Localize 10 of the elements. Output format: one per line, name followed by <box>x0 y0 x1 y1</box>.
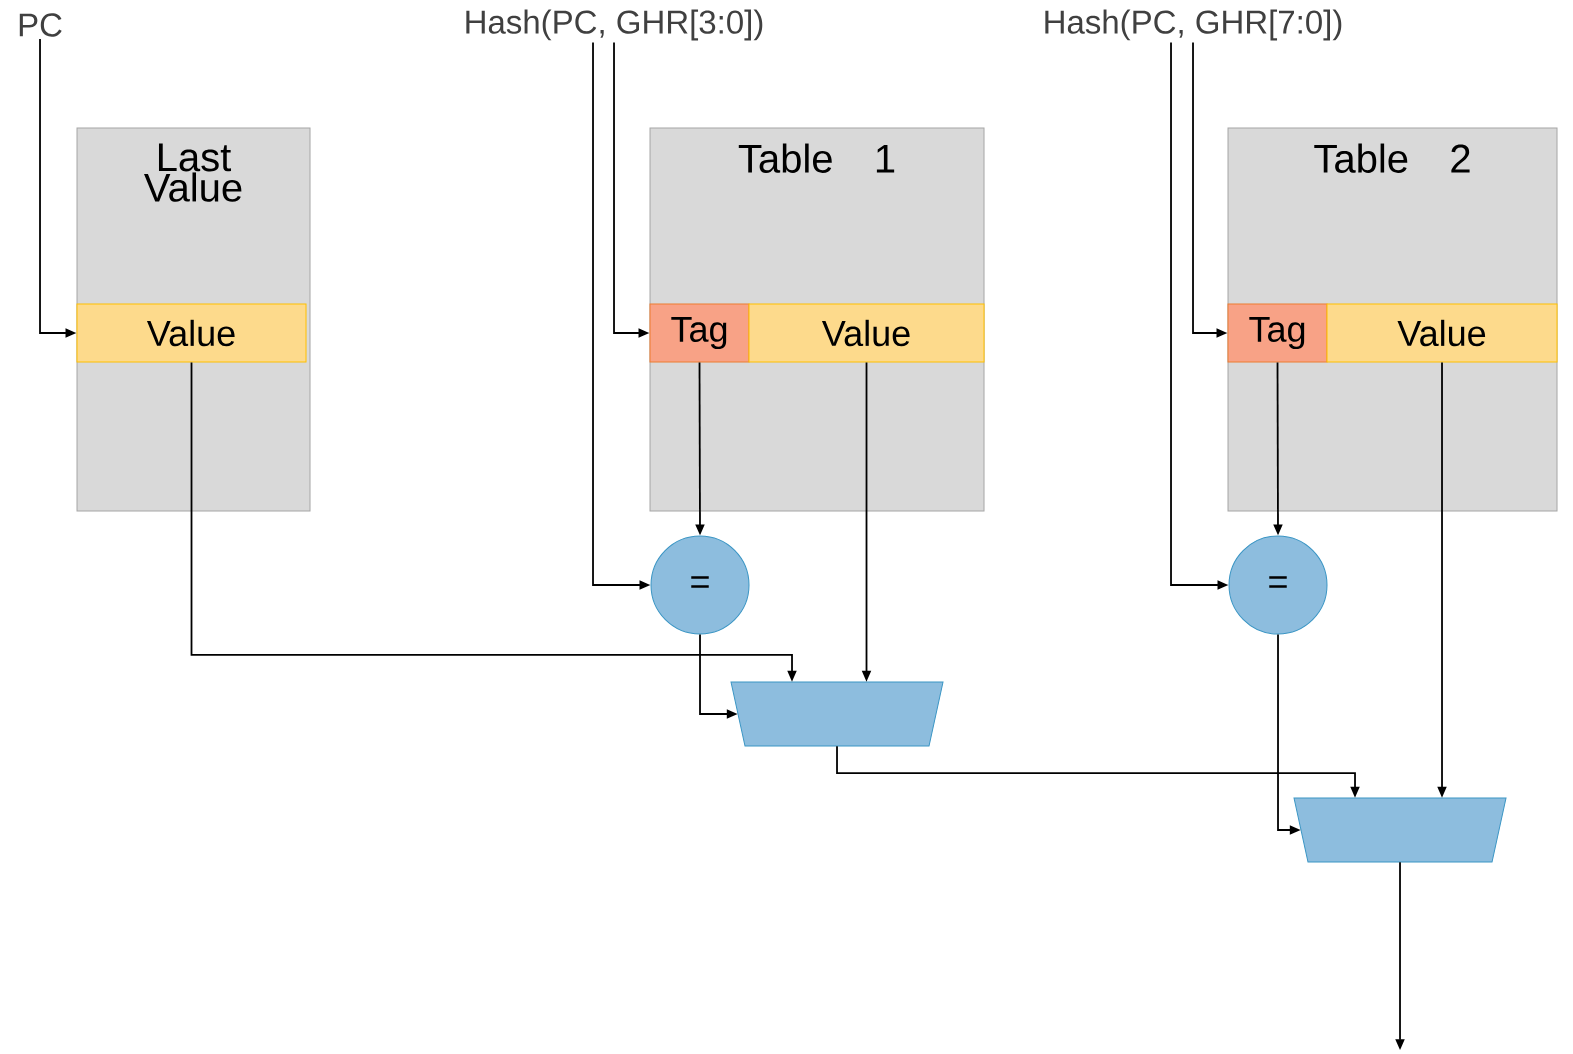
input-label: PC <box>19 13 62 37</box>
value-field: Value <box>748 303 985 363</box>
multiplexer <box>1293 797 1507 863</box>
value-field: Value <box>76 303 307 363</box>
multiplexer <box>730 681 944 747</box>
input-label: Hash(PC, GHR[7:0]) <box>1045 9 1342 41</box>
tag-field: Tag <box>649 303 750 363</box>
tag-field: Tag <box>1227 303 1328 363</box>
value-field: Value <box>1326 303 1558 363</box>
input-label: Hash(PC, GHR[3:0]) <box>466 9 763 41</box>
